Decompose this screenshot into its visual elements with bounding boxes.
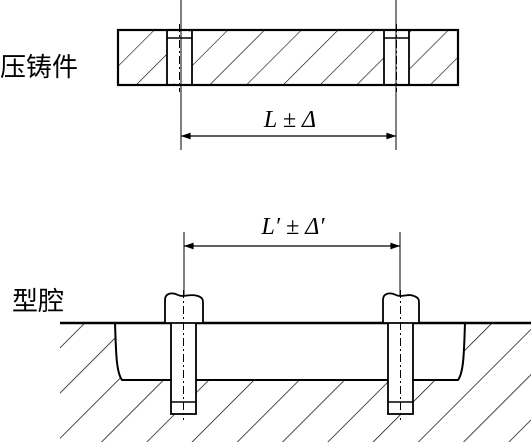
casting-label: 压铸件 xyxy=(0,53,78,83)
casting-dimension-label: L ± Δ xyxy=(263,107,316,133)
cavity-outline xyxy=(114,322,466,381)
casting-extension-lines xyxy=(180,0,397,150)
cavity-label: 型腔 xyxy=(12,287,64,317)
core-pin-right xyxy=(382,290,420,420)
cavity-dimension-label: L′ ± Δ′ xyxy=(260,214,325,240)
cavity-extension-lines xyxy=(183,232,401,300)
core-pin-left xyxy=(164,290,204,420)
casting-part xyxy=(116,24,460,92)
mold-block xyxy=(60,321,531,442)
mold-steel-section xyxy=(60,323,531,442)
